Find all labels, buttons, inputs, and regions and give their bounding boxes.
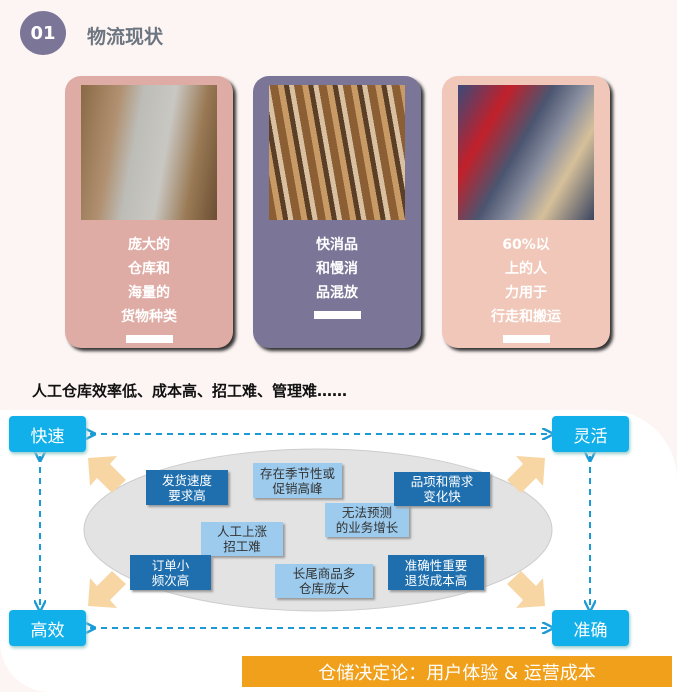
issue-box: 准确性重要退货成本高 <box>388 555 484 590</box>
issue-box: 品项和需求变化快 <box>394 472 490 506</box>
card-line: 行走和搬运 <box>491 309 561 325</box>
issue-line: 促销高峰 <box>272 480 323 496</box>
goods-photo <box>269 85 405 220</box>
card-line: 力用于 <box>505 285 547 301</box>
problem-summary: 人工仓库效率低、成本高、招工难、管理难…… <box>32 382 348 400</box>
card-warehouse: 庞大的仓库和海量的货物种类 <box>65 76 233 348</box>
arrow-bottom-left-icon <box>88 571 126 608</box>
section-number-badge: 01 <box>20 11 66 55</box>
conclusion-banner: 仓储决定论：用户体验 & 运营成本 <box>242 656 672 687</box>
goal-efficient: 高效 <box>9 610 86 646</box>
card-line: 60%以 <box>502 237 550 253</box>
issue-box: 无法预测的业务增长 <box>325 503 409 537</box>
issue-line: 退货成本高 <box>404 572 468 588</box>
placeholder-bar <box>502 335 550 343</box>
issue-box: 存在季节性或促销高峰 <box>253 463 342 498</box>
arrow-bottom-right-icon <box>507 571 545 608</box>
issue-line: 品项和需求 <box>410 474 474 489</box>
issue-box: 发货速度要求高 <box>146 470 228 505</box>
card-line: 上的人 <box>505 261 547 277</box>
issue-line: 频次高 <box>151 572 190 588</box>
issue-line: 的业务增长 <box>335 520 399 535</box>
issue-line: 仓库庞大 <box>298 581 349 596</box>
goal-fast: 快速 <box>9 416 86 452</box>
arrow-top-right-icon <box>507 456 545 493</box>
issue-box: 长尾商品多仓库庞大 <box>275 564 373 598</box>
workers-photo <box>458 85 594 220</box>
issue-line: 订单小 <box>151 557 190 573</box>
card-labor: 60%以上的人力用于行走和搬运 <box>442 76 610 348</box>
issue-box: 订单小频次高 <box>130 555 211 590</box>
placeholder-bar <box>313 311 361 319</box>
warehouse-photo <box>81 85 217 220</box>
issue-line: 存在季节性或 <box>259 465 335 481</box>
issue-line: 发货速度 <box>161 472 212 488</box>
issue-line: 准确性重要 <box>404 557 468 573</box>
card-line: 和慢消 <box>316 261 358 277</box>
issue-line: 长尾商品多 <box>292 566 356 581</box>
issue-box: 人工上涨招工难 <box>201 522 283 556</box>
arrow-top-left-icon <box>88 456 126 493</box>
issue-line: 变化快 <box>423 489 461 504</box>
placeholder-bar <box>125 335 173 343</box>
card-mixed-goods: 快消品和慢消品混放 <box>253 76 421 348</box>
issue-line: 无法预测 <box>341 505 392 520</box>
card-line: 海量的 <box>128 285 170 301</box>
card-line: 快消品 <box>316 237 358 253</box>
goal-accurate: 准确 <box>552 610 629 646</box>
card-line: 货物种类 <box>121 309 177 325</box>
card-line: 庞大的 <box>128 237 170 253</box>
card-line: 仓库和 <box>128 261 170 277</box>
goal-flexible: 灵活 <box>552 416 629 452</box>
section-title: 物流现状 <box>87 26 164 48</box>
card-line: 品混放 <box>316 285 358 301</box>
issue-line: 人工上涨 <box>216 524 267 539</box>
issue-line: 招工难 <box>223 539 261 554</box>
issue-line: 要求高 <box>168 487 206 503</box>
